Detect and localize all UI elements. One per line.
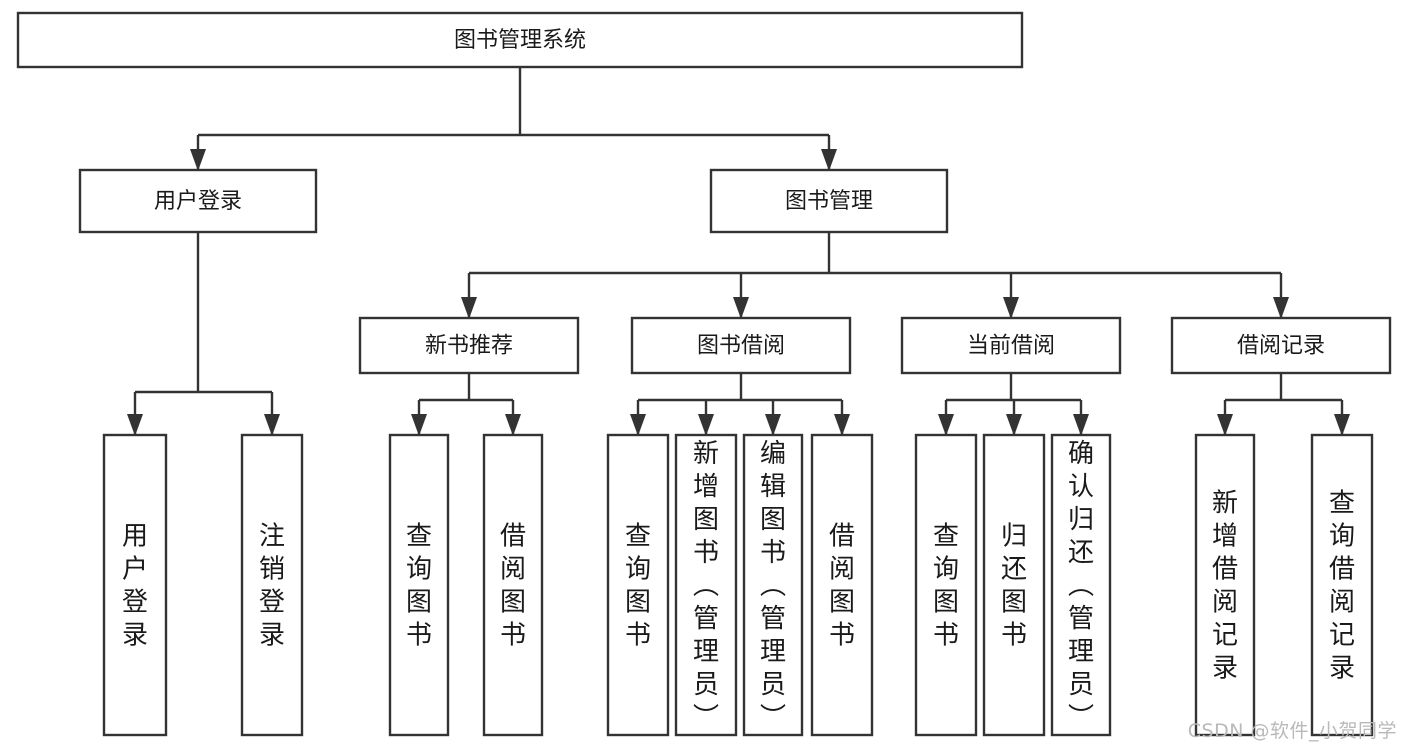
node-label: 图书借阅 bbox=[697, 334, 785, 359]
node-label: 查询图书 bbox=[625, 522, 651, 651]
node-leaf-leaf-borrow-book-1[interactable]: 借阅图书 bbox=[482, 433, 544, 737]
node-box[interactable] bbox=[982, 433, 1046, 737]
node-box[interactable] bbox=[742, 433, 804, 737]
node-box[interactable] bbox=[1170, 316, 1392, 375]
node-box[interactable] bbox=[358, 316, 580, 375]
arrow-head-icon bbox=[834, 414, 850, 436]
node-box[interactable] bbox=[102, 433, 168, 737]
node-box[interactable] bbox=[16, 11, 1024, 69]
node-leaf-leaf-query-borrow-record[interactable]: 查询借阅记录 bbox=[1310, 433, 1374, 737]
arrow-head-icon bbox=[411, 414, 427, 436]
arrow-head-icon bbox=[1273, 297, 1289, 319]
node-root[interactable]: 图书管理系统 bbox=[16, 11, 1024, 69]
arrow-head-icon bbox=[190, 149, 206, 171]
node-leaf-leaf-return-book[interactable]: 归还图书 bbox=[982, 433, 1046, 737]
node-label: 归还图书 bbox=[1001, 522, 1027, 651]
nodes-layer: 图书管理系统用户登录图书管理新书推荐图书借阅当前借阅借阅记录用户登录注销登录查询… bbox=[16, 11, 1392, 737]
node-label: 图书管理 bbox=[785, 189, 873, 214]
node-box[interactable] bbox=[240, 433, 304, 737]
node-box[interactable] bbox=[674, 433, 738, 737]
node-box[interactable] bbox=[482, 433, 544, 737]
arrow-head-icon bbox=[1006, 414, 1022, 436]
node-label: 新增图书︵管理员︶ bbox=[693, 439, 719, 733]
node-leaf-leaf-query-book-2[interactable]: 查询图书 bbox=[606, 433, 670, 737]
node-level3-current-borrow[interactable]: 当前借阅 bbox=[900, 316, 1122, 375]
node-box[interactable] bbox=[810, 433, 874, 737]
node-level3-book-borrow[interactable]: 图书借阅 bbox=[630, 316, 852, 375]
node-leaf-leaf-borrow-book-2[interactable]: 借阅图书 bbox=[810, 433, 874, 737]
node-leaf-leaf-add-book[interactable]: 新增图书︵管理员︶ bbox=[674, 433, 738, 737]
node-label: 查询图书 bbox=[406, 522, 432, 651]
arrow-head-icon bbox=[733, 297, 749, 319]
node-label: 用户登录 bbox=[122, 522, 148, 651]
node-label: 图书管理系统 bbox=[454, 28, 586, 53]
arrow-head-icon bbox=[630, 414, 646, 436]
node-leaf-leaf-add-borrow-record[interactable]: 新增借阅记录 bbox=[1194, 433, 1256, 737]
node-label: 编辑图书︵管理员︶ bbox=[760, 439, 786, 733]
node-leaf-leaf-confirm-return[interactable]: 确认归还︵管理员︶ bbox=[1050, 433, 1112, 737]
node-box[interactable] bbox=[1050, 433, 1112, 737]
csdn-watermark: CSDN @软件_小贺同学 bbox=[1187, 720, 1397, 742]
arrow-head-icon bbox=[1334, 414, 1350, 436]
arrow-head-icon bbox=[1073, 414, 1089, 436]
node-label: 新增借阅记录 bbox=[1212, 489, 1238, 684]
node-label: 新书推荐 bbox=[425, 334, 513, 359]
node-box[interactable] bbox=[900, 316, 1122, 375]
connector-edges-layer bbox=[127, 67, 1350, 436]
arrow-head-icon bbox=[1217, 414, 1233, 436]
node-level3-new-book-recommend[interactable]: 新书推荐 bbox=[358, 316, 580, 375]
node-box[interactable] bbox=[1310, 433, 1374, 737]
node-leaf-leaf-user-logout[interactable]: 注销登录 bbox=[240, 433, 304, 737]
arrow-head-icon bbox=[127, 414, 143, 436]
node-box[interactable] bbox=[1194, 433, 1256, 737]
node-label: 借阅记录 bbox=[1237, 334, 1325, 359]
node-level2-book-management[interactable]: 图书管理 bbox=[709, 168, 949, 234]
node-label: 查询借阅记录 bbox=[1329, 489, 1355, 684]
node-box[interactable] bbox=[388, 433, 450, 737]
arrow-head-icon bbox=[1003, 297, 1019, 319]
arrow-head-icon bbox=[505, 414, 521, 436]
node-leaf-leaf-user-login[interactable]: 用户登录 bbox=[102, 433, 168, 737]
arrow-head-icon bbox=[461, 297, 477, 319]
node-label: 借阅图书 bbox=[829, 522, 855, 651]
node-box[interactable] bbox=[709, 168, 949, 234]
node-level2-user-login[interactable]: 用户登录 bbox=[78, 168, 318, 234]
node-label: 当前借阅 bbox=[967, 334, 1055, 359]
node-label: 确认归还︵管理员︶ bbox=[1068, 439, 1094, 733]
node-label: 查询图书 bbox=[933, 522, 959, 651]
node-leaf-leaf-query-book-1[interactable]: 查询图书 bbox=[388, 433, 450, 737]
node-box[interactable] bbox=[630, 316, 852, 375]
arrow-head-icon bbox=[698, 414, 714, 436]
arrow-head-icon bbox=[821, 149, 837, 171]
arrow-head-icon bbox=[938, 414, 954, 436]
node-box[interactable] bbox=[78, 168, 318, 234]
arrow-head-icon bbox=[264, 414, 280, 436]
node-box[interactable] bbox=[606, 433, 670, 737]
node-leaf-leaf-edit-book[interactable]: 编辑图书︵管理员︶ bbox=[742, 433, 804, 737]
node-label: 用户登录 bbox=[154, 189, 242, 214]
node-leaf-leaf-query-book-3[interactable]: 查询图书 bbox=[914, 433, 978, 737]
node-label: 注销登录 bbox=[259, 522, 285, 651]
node-box[interactable] bbox=[914, 433, 978, 737]
arrow-head-icon bbox=[765, 414, 781, 436]
node-label: 借阅图书 bbox=[500, 522, 526, 651]
node-level3-borrow-record[interactable]: 借阅记录 bbox=[1170, 316, 1392, 375]
